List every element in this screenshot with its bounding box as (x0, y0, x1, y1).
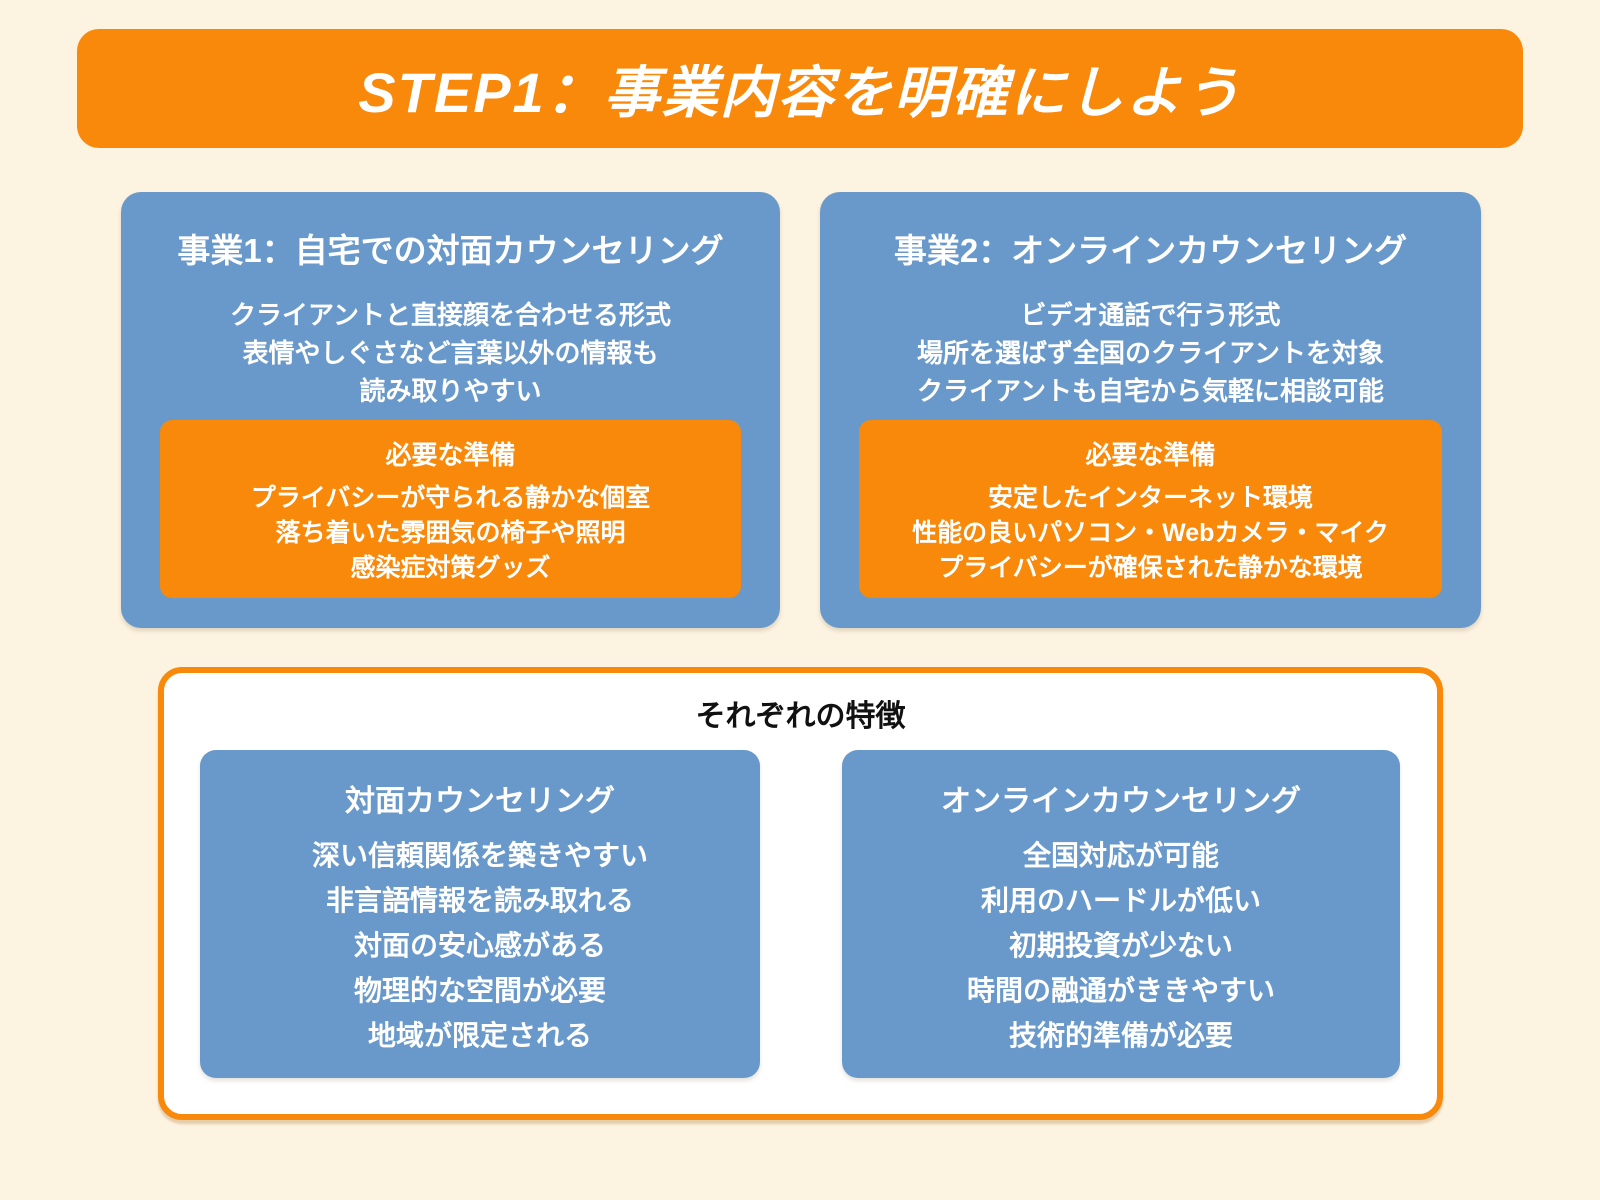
feature-item: 地域が限定される (367, 1020, 592, 1051)
business-1-description: クライアントと直接顔を合わせる形式 表情やしぐさなど言葉以外の情報も 読み取りや… (121, 296, 780, 410)
features-in-person-card: 対面カウンセリング 深い信頼関係を築きやすい 非言語情報を読み取れる 対面の安心… (200, 750, 760, 1078)
business-1-description-line: 表情やしぐさなど言葉以外の情報も (242, 338, 659, 368)
business-1-preparation-box: 必要な準備 プライバシーが守られる静かな個室 落ち着いた雰囲気の椅子や照明 感染… (160, 420, 741, 598)
preparation-item: 感染症対策グッズ (350, 554, 551, 582)
business-2-description-line: 場所を選ばず全国のクライアントを対象 (917, 338, 1384, 368)
business-2-preparation-box: 必要な準備 安定したインターネット環境 性能の良いパソコン・Webカメラ・マイク… (859, 420, 1442, 598)
feature-item: 利用のハードルが低い (980, 885, 1261, 916)
preparation-item: プライバシーが確保された静かな環境 (938, 554, 1363, 582)
features-section: それぞれの特徴 対面カウンセリング 深い信頼関係を築きやすい 非言語情報を読み取… (158, 667, 1443, 1120)
features-online-title: オンラインカウンセリング (941, 785, 1301, 818)
business-1-description-line: 読み取りやすい (359, 376, 542, 406)
features-in-person-list: 深い信頼関係を築きやすい 非言語情報を読み取れる 対面の安心感がある 物理的な空… (200, 833, 760, 1058)
business-2-title: 事業2：オンラインカウンセリング (893, 232, 1408, 269)
business-1-description-line: クライアントと直接顔を合わせる形式 (230, 300, 671, 330)
preparation-item: プライバシーが守られる静かな個室 (250, 484, 651, 512)
feature-item: 時間の融通がききやすい (966, 975, 1275, 1006)
feature-item: 技術的準備が必要 (1008, 1020, 1233, 1051)
business-2-description: ビデオ通話で行う形式 場所を選ばず全国のクライアントを対象 クライアントも自宅か… (820, 296, 1481, 410)
feature-item: 初期投資が少ない (1008, 930, 1233, 961)
business-1-card: 事業1：自宅での対面カウンセリング クライアントと直接顔を合わせる形式 表情やし… (121, 192, 780, 628)
business-2-description-line: クライアントも自宅から気軽に相談可能 (917, 376, 1384, 406)
preparation-item: 落ち着いた雰囲気の椅子や照明 (275, 519, 626, 547)
step-title: STEP1：事業内容を明確にしよう (358, 61, 1242, 124)
step-header-banner: STEP1：事業内容を明確にしよう (77, 29, 1523, 148)
business-2-preparation-list: 安定したインターネット環境 性能の良いパソコン・Webカメラ・マイク プライバシ… (859, 481, 1442, 586)
business-1-preparation-title: 必要な準備 (385, 440, 516, 470)
feature-item: 全国対応が可能 (1022, 840, 1219, 871)
features-heading: それぞれの特徴 (695, 700, 906, 733)
feature-item: 物理的な空間が必要 (353, 975, 606, 1006)
features-online-card: オンラインカウンセリング 全国対応が可能 利用のハードルが低い 初期投資が少ない… (842, 750, 1400, 1078)
business-2-card: 事業2：オンラインカウンセリング ビデオ通話で行う形式 場所を選ばず全国のクライ… (820, 192, 1481, 628)
business-2-preparation-title: 必要な準備 (1085, 440, 1216, 470)
preparation-item: 安定したインターネット環境 (987, 484, 1313, 512)
feature-item: 非言語情報を読み取れる (325, 885, 634, 916)
feature-item: 深い信頼関係を築きやすい (311, 840, 648, 871)
business-1-title: 事業1：自宅での対面カウンセリング (177, 232, 724, 269)
business-2-description-line: ビデオ通話で行う形式 (1020, 300, 1281, 330)
features-online-list: 全国対応が可能 利用のハードルが低い 初期投資が少ない 時間の融通がききやすい … (842, 833, 1400, 1058)
business-1-preparation-list: プライバシーが守られる静かな個室 落ち着いた雰囲気の椅子や照明 感染症対策グッズ (160, 481, 741, 586)
preparation-item: 性能の良いパソコン・Webカメラ・マイク (912, 519, 1389, 547)
feature-item: 対面の安心感がある (353, 930, 606, 961)
features-in-person-title: 対面カウンセリング (345, 785, 615, 818)
